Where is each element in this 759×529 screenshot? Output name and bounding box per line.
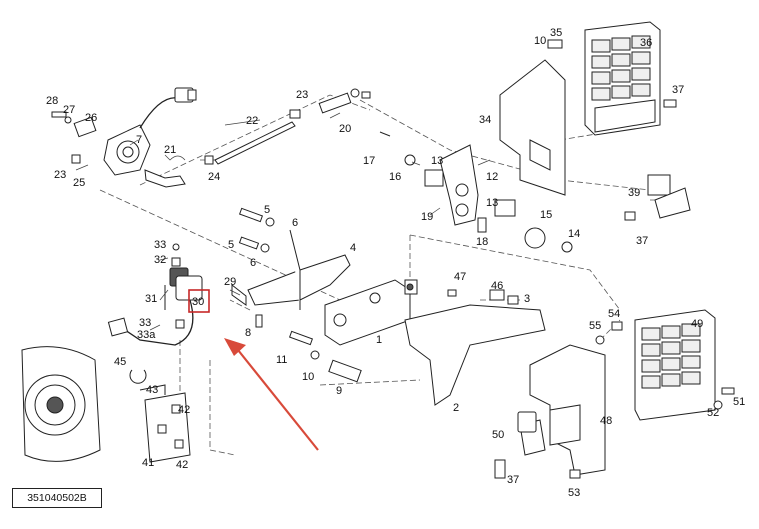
bracket-assembly xyxy=(379,131,691,253)
callout-17: 17 xyxy=(363,155,375,167)
callout-13a: 13 xyxy=(431,155,443,167)
callout-23a: 23 xyxy=(296,89,308,101)
controller-unit-lower xyxy=(494,309,735,479)
valve-and-brackets xyxy=(231,207,546,406)
callout-7: 7 xyxy=(136,134,142,146)
callout-43: 43 xyxy=(146,384,158,396)
callout-50: 50 xyxy=(492,429,504,441)
callout-33a: 33 xyxy=(154,239,166,251)
callout-12: 12 xyxy=(486,171,498,183)
callout-33a-variant: 33a xyxy=(137,329,156,341)
callout-4: 4 xyxy=(350,242,356,254)
callout-5a: 5 xyxy=(264,204,270,216)
callout-labels: 1 2 3 4 5 5 6 6 7 8 9 10 10 11 12 13 13 … xyxy=(46,27,745,499)
callout-49: 49 xyxy=(691,318,703,330)
sensor-30-assembly xyxy=(21,243,203,463)
callout-42a: 42 xyxy=(178,404,190,416)
callout-54: 54 xyxy=(608,308,620,320)
callout-27: 27 xyxy=(63,104,75,116)
callout-29: 29 xyxy=(224,276,236,288)
callout-24: 24 xyxy=(208,171,220,183)
callout-16: 16 xyxy=(389,171,401,183)
callout-15: 15 xyxy=(540,209,552,221)
highlight-box xyxy=(188,289,210,313)
callout-53: 53 xyxy=(568,487,580,499)
callout-51: 51 xyxy=(733,396,745,408)
callout-10a: 10 xyxy=(302,371,314,383)
callout-22: 22 xyxy=(246,115,258,127)
callout-13b: 13 xyxy=(486,197,498,209)
callout-46: 46 xyxy=(491,280,503,292)
callout-2: 2 xyxy=(453,402,459,414)
callout-18: 18 xyxy=(476,236,488,248)
callout-21: 21 xyxy=(164,144,176,156)
callout-36: 36 xyxy=(640,37,652,49)
callout-37c: 37 xyxy=(507,474,519,486)
callout-28: 28 xyxy=(46,95,58,107)
callout-6a: 6 xyxy=(292,217,298,229)
callout-8: 8 xyxy=(245,327,251,339)
callout-55: 55 xyxy=(589,320,601,332)
callout-14: 14 xyxy=(568,228,580,240)
highlighted-part-30: 30 xyxy=(188,289,210,313)
callout-48: 48 xyxy=(600,415,612,427)
callout-39: 39 xyxy=(628,187,640,199)
callout-19: 19 xyxy=(421,211,433,223)
pointer-arrow xyxy=(224,338,319,451)
controller-unit-upper xyxy=(499,21,677,196)
callout-37a: 37 xyxy=(672,84,684,96)
callout-41: 41 xyxy=(142,457,154,469)
callout-3: 3 xyxy=(524,293,530,305)
callout-52: 52 xyxy=(707,407,719,419)
callout-31: 31 xyxy=(145,293,157,305)
callout-11: 11 xyxy=(276,354,287,366)
callout-6b: 6 xyxy=(250,257,256,269)
callout-33b: 33 xyxy=(139,317,151,329)
callout-5b: 5 xyxy=(228,239,234,251)
callout-25: 25 xyxy=(73,177,85,189)
arrow-head xyxy=(224,338,246,356)
callout-42b: 42 xyxy=(176,459,188,471)
callout-37b: 37 xyxy=(636,235,648,247)
callout-26: 26 xyxy=(85,112,97,124)
callout-10b: 10 xyxy=(534,35,546,47)
callout-45: 45 xyxy=(114,356,126,368)
callout-47: 47 xyxy=(454,271,466,283)
callout-20: 20 xyxy=(339,123,351,135)
arrow-shaft xyxy=(237,349,319,451)
callout-23b: 23 xyxy=(54,169,66,181)
callout-32: 32 xyxy=(154,254,166,266)
sensor-assembly xyxy=(51,87,371,188)
callout-9: 9 xyxy=(336,385,342,397)
drawing-number-box: 351040502B xyxy=(12,488,102,508)
callout-34: 34 xyxy=(479,114,491,126)
callout-1: 1 xyxy=(376,334,382,346)
callout-35: 35 xyxy=(550,27,562,39)
callout-30: 30 xyxy=(192,296,204,308)
leader-lines xyxy=(129,112,491,331)
